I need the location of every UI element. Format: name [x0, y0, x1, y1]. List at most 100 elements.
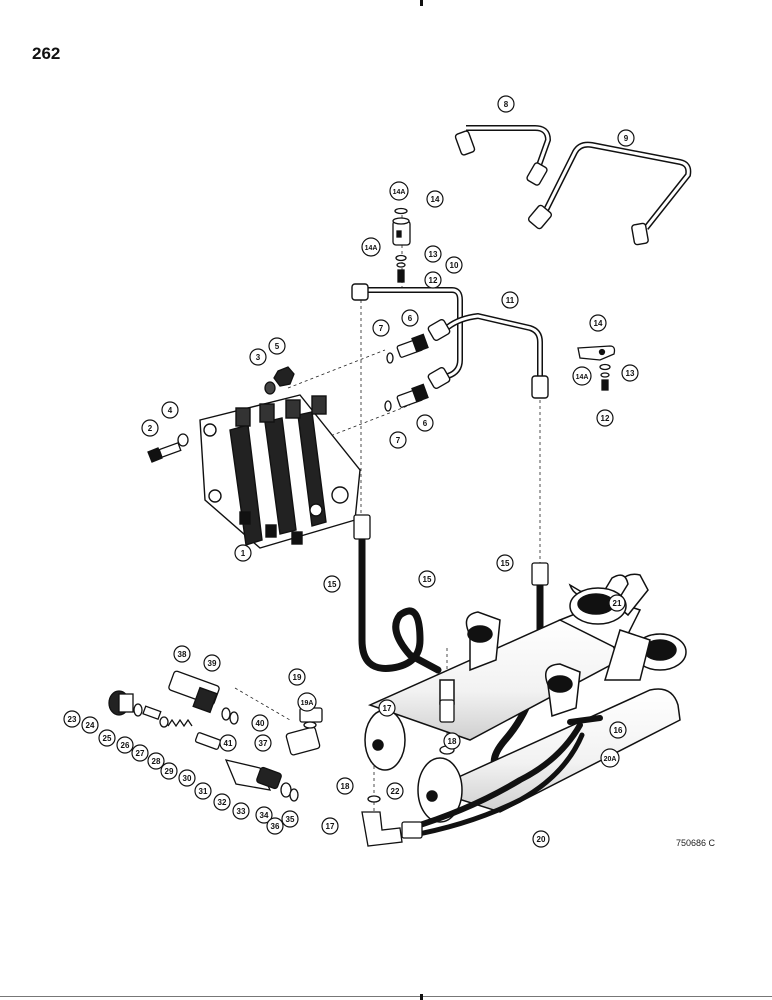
- callout-14a: 14A: [389, 181, 409, 201]
- callout-label: 14: [431, 195, 440, 204]
- callout-circle: [426, 190, 444, 208]
- callout-label: 18: [448, 737, 457, 746]
- callout-12: 12: [596, 409, 614, 427]
- callout-label: 26: [121, 741, 130, 750]
- callout-label: 14: [594, 319, 603, 328]
- callout-circle: [386, 782, 404, 800]
- callout-41: 41: [219, 734, 237, 752]
- callout-label: 33: [237, 807, 246, 816]
- callout-label: 6: [423, 419, 428, 428]
- callout-29: 29: [160, 762, 178, 780]
- callout-circle: [161, 401, 179, 419]
- callout-label: 14A: [365, 245, 378, 252]
- callout-3: 3: [249, 348, 267, 366]
- callout-36: 36: [266, 817, 284, 835]
- callout-circle: [254, 734, 272, 752]
- callout-label: 30: [183, 774, 192, 783]
- callout-label: 1: [241, 549, 246, 558]
- callout-label: 17: [326, 822, 335, 831]
- callout-14: 14: [589, 314, 607, 332]
- callout-19a: 19A: [297, 692, 317, 712]
- callout-21: 21: [608, 594, 626, 612]
- callout-circle: [443, 732, 461, 750]
- callout-circle: [389, 431, 407, 449]
- callout-6: 6: [416, 414, 434, 432]
- callout-label: 28: [152, 757, 161, 766]
- callout-11: 11: [501, 291, 519, 309]
- callout-26: 26: [116, 736, 134, 754]
- callout-circle: [596, 409, 614, 427]
- tube-9: [527, 141, 692, 246]
- callout-label: 29: [165, 767, 174, 776]
- callout-circle: [323, 575, 341, 593]
- callout-label: 19A: [301, 700, 314, 707]
- callout-34: 34: [255, 806, 273, 824]
- callout-circle: [401, 309, 419, 327]
- callout-label: 20A: [604, 756, 617, 763]
- callout-circle: [617, 129, 635, 147]
- callout-circle: [416, 414, 434, 432]
- callout-circle: [81, 716, 99, 734]
- callout-label: 11: [506, 296, 515, 305]
- callout-7: 7: [372, 319, 390, 337]
- callout-circle: [424, 271, 442, 289]
- callout-label: 32: [218, 798, 227, 807]
- callout-2: 2: [141, 419, 159, 437]
- callout-31: 31: [194, 782, 212, 800]
- tube-11: [427, 312, 549, 399]
- callout-17: 17: [321, 817, 339, 835]
- callout-circle: [424, 245, 442, 263]
- callout-label: 2: [148, 424, 153, 433]
- callout-circle: [321, 817, 339, 835]
- callout-17: 17: [378, 699, 396, 717]
- hose-fittings-15: [353, 514, 549, 586]
- callout-label: 38: [178, 650, 187, 659]
- callout-18: 18: [336, 777, 354, 795]
- callout-circle: [213, 793, 231, 811]
- callout-circle: [336, 777, 354, 795]
- callout-33: 33: [232, 802, 250, 820]
- callout-label: 15: [328, 580, 337, 589]
- callout-7: 7: [389, 431, 407, 449]
- callout-circle: [178, 769, 196, 787]
- callout-label: 7: [379, 324, 384, 333]
- callout-circle: [501, 291, 519, 309]
- callout-label: 18: [341, 782, 350, 791]
- callout-12: 12: [424, 271, 442, 289]
- callout-circle: [378, 699, 396, 717]
- callout-25: 25: [98, 729, 116, 747]
- callout-label: 31: [199, 787, 208, 796]
- callout-circle: [203, 654, 221, 672]
- callout-circle: [98, 729, 116, 747]
- callout-label: 20: [537, 835, 546, 844]
- callout-30: 30: [178, 769, 196, 787]
- callout-circle: [418, 570, 436, 588]
- callout-circle: [219, 734, 237, 752]
- callout-circle: [63, 710, 81, 728]
- control-valve-1: [199, 394, 361, 549]
- callout-label: 19: [293, 673, 302, 682]
- callout-label: 24: [86, 721, 95, 730]
- callout-circle: [600, 748, 620, 768]
- callout-9: 9: [617, 129, 635, 147]
- callout-14a: 14A: [361, 237, 381, 257]
- callout-circle: [173, 645, 191, 663]
- callout-label: 37: [259, 739, 268, 748]
- callout-38: 38: [173, 645, 191, 663]
- callout-4: 4: [161, 401, 179, 419]
- callout-label: 6: [408, 314, 413, 323]
- callout-13: 13: [621, 364, 639, 382]
- callout-5: 5: [268, 337, 286, 355]
- callout-circle: [249, 348, 267, 366]
- page-bottom-mark: [420, 994, 423, 1000]
- callout-circle: [160, 762, 178, 780]
- callout-circle: [389, 181, 409, 201]
- callout-label: 10: [450, 261, 459, 270]
- callout-28: 28: [147, 752, 165, 770]
- page-bottom-rule: [0, 996, 772, 997]
- callout-label: 12: [601, 414, 610, 423]
- callout-circle: [141, 419, 159, 437]
- callout-label: 8: [504, 100, 509, 109]
- callout-label: 7: [396, 436, 401, 445]
